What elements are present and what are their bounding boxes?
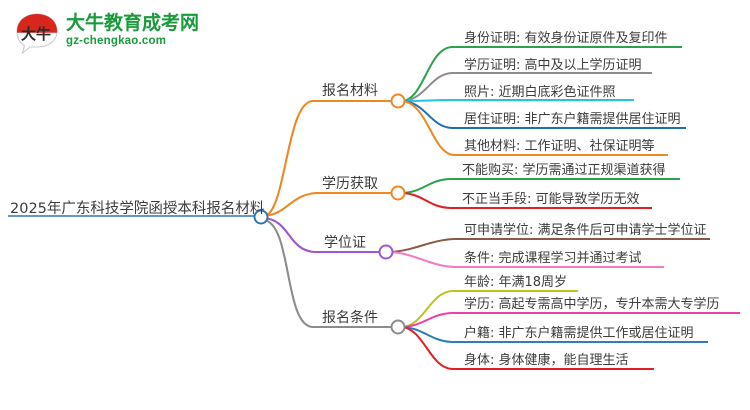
- node-baoming-cailiao[interactable]: [390, 93, 406, 109]
- leaf-xueli[interactable]: 学历: 高起专需高中学历，专升本需大专学历: [464, 297, 720, 312]
- link-qita-cailiao: [401, 100, 668, 156]
- logo-title: 大牛教育成考网: [66, 12, 200, 34]
- site-logo: 大牛 大牛教育成考网 gz-chengkao.com: [14, 8, 244, 58]
- link-buneng-goumai: [401, 178, 680, 194]
- leaf-huji[interactable]: 户籍: 非广东户籍需提供工作或居住证明: [464, 326, 694, 341]
- branch-label-xuewei-zheng[interactable]: 学位证: [324, 235, 366, 251]
- branch-label-baoming-tiaojian[interactable]: 报名条件: [322, 310, 378, 326]
- link-ke-shenqing-xuewei: [389, 238, 710, 253]
- link-shenti: [401, 326, 654, 370]
- leaf-qita-cailiao[interactable]: 其他材料: 工作证明、社保证明等: [464, 139, 655, 154]
- leaf-shenti[interactable]: 身体: 身体健康，能自理生活: [464, 353, 629, 368]
- logo-subtitle: gz-chengkao.com: [66, 35, 167, 47]
- trunk-to-xueli-huoqu: [263, 191, 396, 218]
- trunk-to-baoming-tiaojian: [263, 218, 396, 329]
- trunk-to-baoming-cailiao: [263, 99, 396, 218]
- leaf-buneng-goumai[interactable]: 不能购买: 学历需通过正规渠道获得: [462, 163, 666, 178]
- branch-label-baoming-cailiao[interactable]: 报名材料: [322, 83, 378, 99]
- leaf-zhaopian[interactable]: 照片: 近期白底彩色证件照: [464, 85, 616, 100]
- node-xueli-huoqu[interactable]: [390, 185, 406, 201]
- node-xuewei-zheng[interactable]: [378, 244, 394, 260]
- link-xueli-zhengming: [401, 72, 652, 102]
- trunk-to-xuewei-zheng: [263, 216, 384, 254]
- link-zhaopian: [401, 99, 634, 102]
- root-label[interactable]: 2025年广东科技学院函授本科报名材料: [10, 201, 265, 217]
- leaf-shenfen-zhengming[interactable]: 身份证明: 有效身份证原件及复印件: [464, 31, 668, 46]
- link-shenfen-zhengming: [401, 46, 682, 102]
- branch-label-xueli-huoqu[interactable]: 学历获取: [322, 176, 378, 192]
- leaf-tiaojian[interactable]: 条件: 完成课程学习并通过考试: [464, 251, 642, 266]
- leaf-buzhengdang-shouduan[interactable]: 不正当手段: 可能导致学历无效: [462, 192, 640, 207]
- daniu-logo-icon: 大牛: [16, 13, 58, 54]
- logo-text-block: 大牛教育成考网 gz-chengkao.com: [66, 12, 199, 49]
- link-tiaojian: [389, 251, 664, 268]
- leaf-ke-shenqing-xuewei[interactable]: 可申请学位: 满足条件后可申请学士学位证: [464, 223, 707, 238]
- link-buzhengdang-shouduan: [401, 192, 652, 209]
- leaf-nianling[interactable]: 年龄: 年满18周岁: [464, 275, 568, 290]
- node-baoming-tiaojian[interactable]: [390, 319, 406, 335]
- link-xueli: [401, 312, 740, 328]
- root-node[interactable]: [253, 209, 269, 225]
- svg-text:大牛: 大牛: [21, 25, 51, 43]
- leaf-juzhu-zhengming[interactable]: 居住证明: 非广东户籍需提供居住证明: [464, 112, 681, 127]
- leaf-xueli-zhengming[interactable]: 学历证明: 高中及以上学历证明: [464, 58, 642, 73]
